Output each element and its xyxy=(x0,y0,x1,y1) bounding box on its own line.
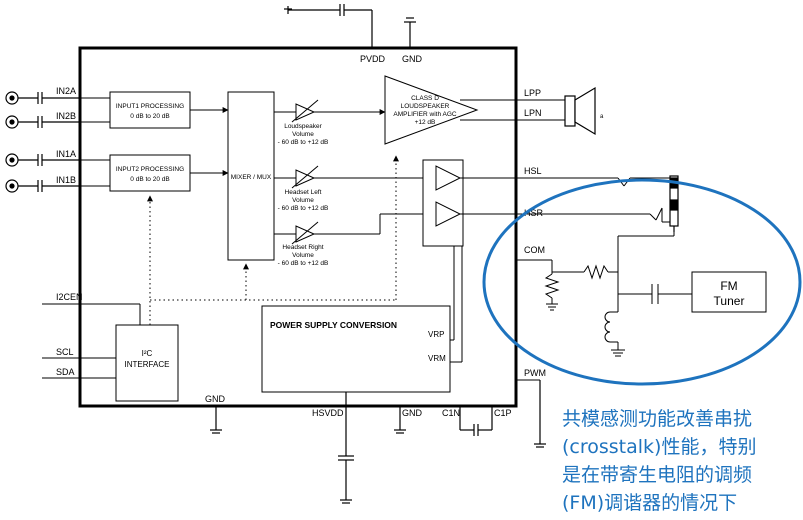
power-wiring xyxy=(450,246,540,381)
class-d-amplifier xyxy=(384,75,479,145)
pin-in2b: IN2B xyxy=(56,111,76,121)
pin-sda: SDA xyxy=(56,367,75,377)
pin-gnd-bottom2: GND xyxy=(402,408,423,418)
fm-tuner-network xyxy=(516,232,692,357)
hs-left-volume-l3: - 60 dB to +12 dB xyxy=(278,205,329,212)
pin-lpn: LPN xyxy=(524,108,542,118)
input1-title: INPUT1 PROCESSING xyxy=(116,103,184,110)
power-supply-block xyxy=(261,305,451,393)
input2-range: 0 dB to 20 dB xyxy=(130,176,169,183)
bottom-wiring xyxy=(210,380,546,504)
pin-in2a: IN2A xyxy=(56,86,76,96)
annotation-line-3: 是在带寄生电阻的调频 xyxy=(562,464,753,486)
fm-tuner-l1: FM xyxy=(720,279,737,293)
annotation-line-1: 共模感测功能改善串扰 xyxy=(562,408,753,430)
hs-right-volume-l1: Headset Right xyxy=(282,244,323,251)
fm-tuner-block xyxy=(691,271,767,313)
input-wiring xyxy=(80,97,110,187)
headphone-jack-icon xyxy=(669,175,679,232)
pin-vrm: VRM xyxy=(428,354,446,363)
fm-tuner-l2: Tuner xyxy=(714,294,745,308)
mixer-label: MIXER / MUX xyxy=(231,174,272,181)
speaker-volume-l2: Volume xyxy=(292,131,314,138)
hs-right-volume-l3: - 60 dB to +12 dB xyxy=(278,260,329,267)
annotation-line-2: (crosstalk)性能，特别 xyxy=(562,436,757,458)
pin-c1n: C1N xyxy=(442,408,460,418)
speaker-volume-l3: - 60 dB to +12 dB xyxy=(278,139,329,146)
pin-i2cen: I2CEN xyxy=(56,292,83,302)
class-d-l1: CLASS D xyxy=(411,95,439,102)
class-d-l2: LOUDSPEAKER xyxy=(401,103,450,110)
top-supply-wiring xyxy=(284,4,416,48)
pin-pwm: PWM xyxy=(524,368,546,378)
hs-right-volume-l2: Volume xyxy=(292,252,314,259)
pin-in1a: IN1A xyxy=(56,149,76,159)
highlight-ellipse xyxy=(482,178,802,386)
hs-left-volume-l2: Volume xyxy=(292,197,314,204)
amp-output-wiring xyxy=(460,99,565,121)
headset-output-wiring xyxy=(460,177,672,223)
pin-c1p: C1P xyxy=(494,408,512,418)
i2c-l2: INTERFACE xyxy=(125,360,170,369)
speaker-mark: a xyxy=(600,114,604,120)
headset-right-amp xyxy=(435,201,462,227)
pin-com: COM xyxy=(524,245,545,255)
power-supply-title: POWER SUPPLY CONVERSION xyxy=(270,320,397,330)
hs-left-volume-l1: Headset Left xyxy=(285,189,322,196)
chip-outline xyxy=(78,46,518,408)
mixer-mux-block xyxy=(227,91,275,261)
speaker-volume-l1: Loudspeaker xyxy=(284,123,322,130)
control-dotted-lines xyxy=(147,155,399,325)
pin-pvdd: PVDD xyxy=(360,54,386,64)
block-to-mixer-wiring xyxy=(190,107,229,176)
pin-in1b: IN1B xyxy=(56,175,76,185)
pin-hsvdd: HSVDD xyxy=(312,408,344,418)
pin-gnd-top: GND xyxy=(402,54,423,64)
speaker-icon xyxy=(564,86,596,136)
class-d-l4: +12 dB xyxy=(415,119,436,126)
input1-range: 0 dB to 20 dB xyxy=(130,113,169,120)
pin-hsr: HSR xyxy=(524,208,544,218)
input2-title: INPUT2 PROCESSING xyxy=(116,166,184,173)
input-connectors xyxy=(5,91,80,193)
annotation-line-4: (FM)调谐器的情况下 xyxy=(562,492,738,514)
i2c-interface-block xyxy=(115,324,179,402)
input2-processing-block xyxy=(109,154,191,192)
class-d-l3: AMPLIFIER with AGC xyxy=(393,111,457,118)
pin-hsl: HSL xyxy=(524,166,542,176)
i2c-wiring xyxy=(42,303,141,379)
pin-scl: SCL xyxy=(56,347,74,357)
pin-gnd-bottom: GND xyxy=(205,394,226,404)
i2c-l1: I²C xyxy=(142,349,153,358)
input1-processing-block xyxy=(109,91,191,129)
pin-lpp: LPP xyxy=(524,88,541,98)
pin-vrp: VRP xyxy=(428,330,444,339)
annotation-text: 共模感测功能改善串扰 (crosstalk)性能，特别 是在带寄生电阻的调频 (… xyxy=(562,405,798,517)
headset-left-amp xyxy=(435,165,462,191)
